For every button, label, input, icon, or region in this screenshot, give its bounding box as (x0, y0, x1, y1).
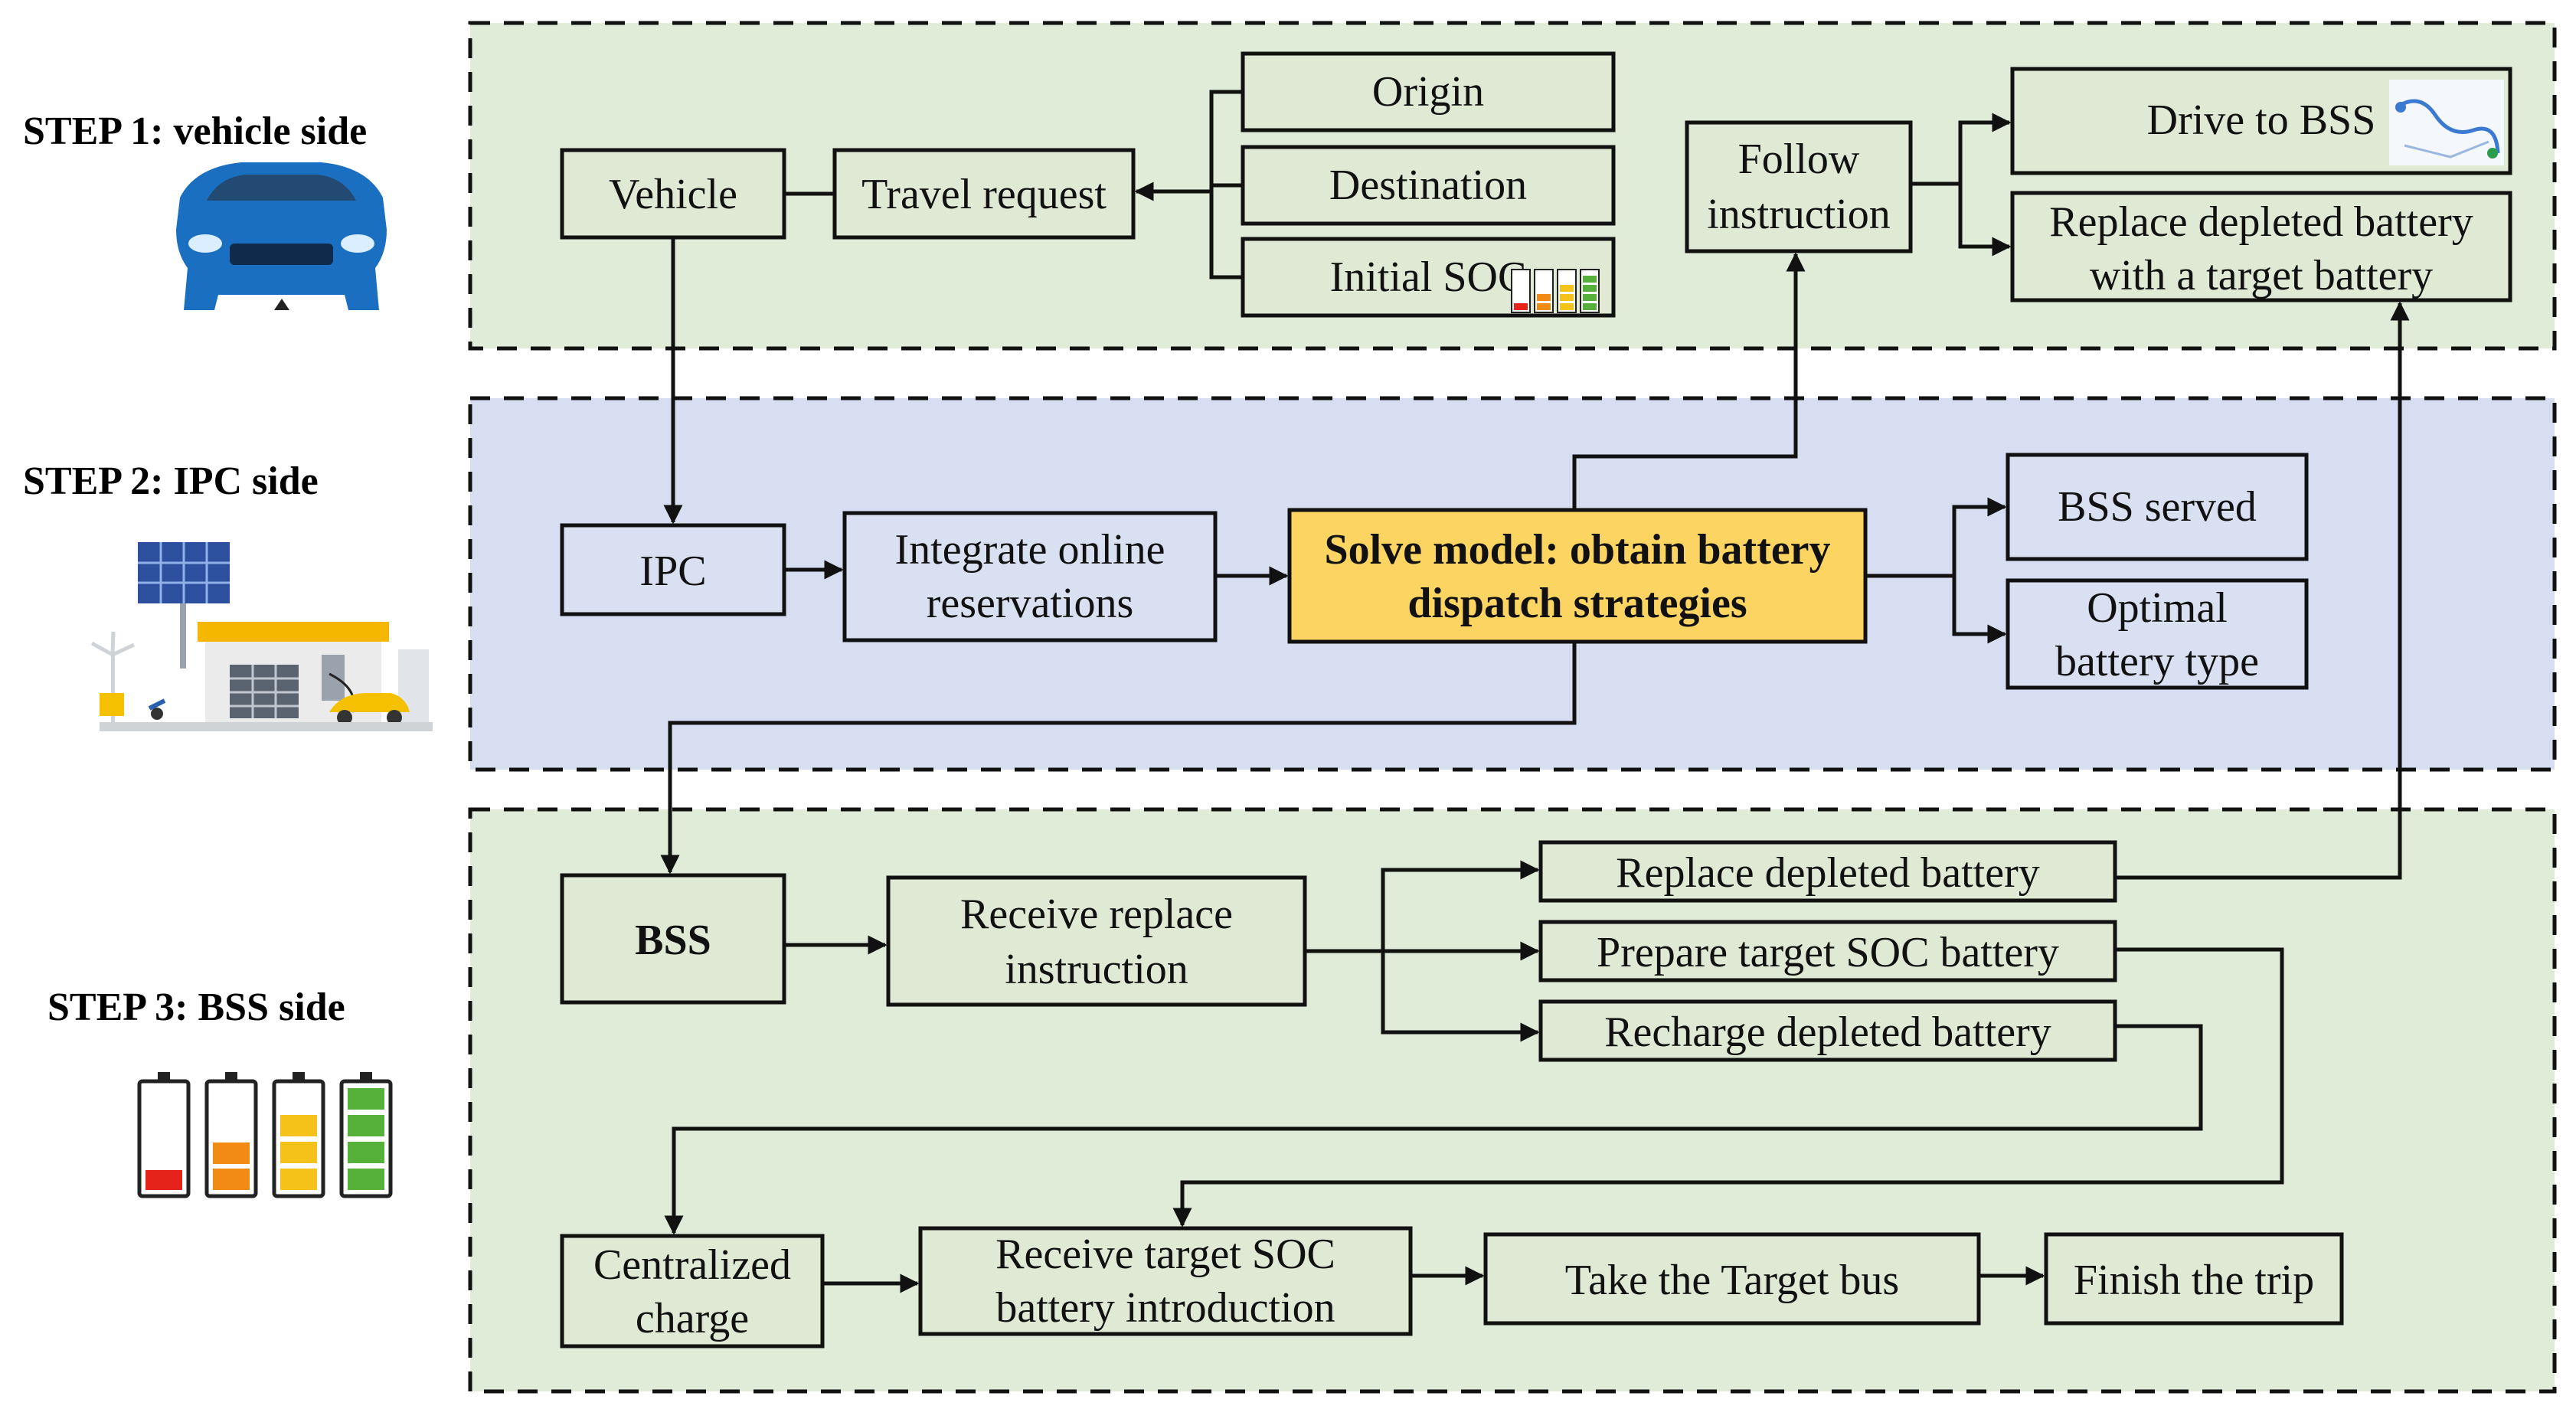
node-bss-label: BSS (635, 917, 711, 964)
node-replace-with-target-line1: Replace depleted battery (2049, 198, 2473, 246)
node-travel-request-label: Travel request (861, 171, 1107, 218)
node-bss: BSS (560, 873, 786, 1005)
node-initial-soc-label: Initial SOC (1330, 253, 1527, 301)
node-receive-replace-line2: instruction (1005, 946, 1188, 993)
node-receive-replace: Receive replace instruction (886, 875, 1307, 1007)
node-receive-target-line2: battery introduction (995, 1284, 1335, 1332)
edge-solve-follow (1572, 252, 1806, 510)
node-optimal-battery-type-line2: battery type (2055, 638, 2259, 685)
step3-label: STEP 3: BSS side (47, 986, 345, 1029)
car-icon (176, 162, 387, 310)
node-replace-with-target-line2: with a target battery (2090, 252, 2433, 299)
node-origin-label: Origin (1372, 68, 1484, 116)
node-follow-instruction-line2: instruction (1707, 191, 1891, 238)
edge-recharge-centralized (664, 1024, 2203, 1235)
node-finish-trip: Finish the trip (2044, 1232, 2344, 1326)
node-optimal-battery-type: Optimal battery type (2006, 578, 2309, 690)
edge-follow-replace (1958, 184, 2012, 257)
node-replace-depleted-label: Replace depleted battery (1616, 849, 2040, 897)
edge-inputs-merge (1209, 90, 1243, 280)
edge-follow-split (1911, 113, 2012, 186)
edge-solve-served (1865, 497, 2007, 578)
node-solve-model-line2: dispatch strategies (1407, 580, 1747, 627)
edge-solve-optimal (1952, 576, 2007, 644)
node-travel-request: Travel request (832, 148, 1136, 240)
node-bss-served-label: BSS served (2058, 483, 2257, 531)
node-finish-trip-label: Finish the trip (2074, 1257, 2314, 1304)
node-centralized-charge-line2: charge (636, 1295, 749, 1342)
node-bss-served: BSS served (2006, 453, 2309, 561)
node-solve-model-line1: Solve model: obtain battery (1324, 526, 1830, 574)
step2-label: STEP 2: IPC side (23, 459, 319, 503)
battery-swap-station-icon (90, 542, 433, 731)
node-follow-instruction: Follow instruction (1685, 120, 1913, 253)
node-replace-depleted: Replace depleted battery (1538, 840, 2117, 903)
node-ipc: IPC (560, 523, 786, 616)
node-solve-model: Solve model: obtain battery dispatch str… (1287, 508, 1868, 644)
node-drive-to-bss-label: Drive to BSS (2147, 96, 2376, 144)
node-origin: Origin (1241, 51, 1616, 132)
node-centralized-charge: Centralized charge (560, 1234, 825, 1349)
node-initial-soc: Initial SOC (1241, 237, 1616, 318)
mini-battery-icon (1511, 269, 1600, 313)
node-integrate-reservations-line1: Integrate online (895, 526, 1165, 574)
node-take-target-bus: Take the Target bus (1483, 1232, 1981, 1326)
node-ipc-label: IPC (639, 548, 706, 595)
node-prepare-target: Prepare target SOC battery (1538, 920, 2117, 982)
node-recharge-depleted-label: Recharge depleted battery (1604, 1009, 2051, 1056)
node-integrate-reservations: Integrate online reservations (842, 511, 1218, 642)
edge-receive-recharge (1381, 951, 1540, 1042)
node-vehicle: Vehicle (560, 148, 786, 240)
node-receive-target-line1: Receive target SOC (995, 1231, 1335, 1278)
node-destination-label: Destination (1329, 162, 1527, 209)
node-receive-target: Receive target SOC battery introduction (918, 1226, 1413, 1336)
node-prepare-target-label: Prepare target SOC battery (1597, 929, 2059, 976)
node-centralized-charge-line1: Centralized (593, 1241, 791, 1289)
route-map-icon (2389, 80, 2504, 165)
node-recharge-depleted: Recharge depleted battery (1538, 999, 2117, 1062)
node-replace-with-target: Replace depleted battery with a target b… (2010, 191, 2512, 302)
node-destination: Destination (1241, 145, 1616, 226)
node-take-target-bus-label: Take the Target bus (1565, 1257, 1899, 1304)
battery-levels-icon (137, 1072, 393, 1198)
node-vehicle-label: Vehicle (609, 171, 737, 218)
edge-solve-bss (660, 642, 1577, 874)
node-optimal-battery-type-line1: Optimal (2087, 584, 2228, 632)
edge-replace-depleted-up (2115, 301, 2410, 880)
step1-label: STEP 1: vehicle side (23, 110, 367, 153)
node-drive-to-bss: Drive to BSS (2010, 67, 2512, 175)
node-receive-replace-line1: Receive replace (960, 891, 1233, 938)
node-integrate-reservations-line2: reservations (927, 580, 1134, 627)
edge-receive-replace-depleted (1381, 860, 1540, 951)
node-follow-instruction-line1: Follow (1738, 136, 1860, 183)
edge-prepare-receive (1172, 947, 2284, 1228)
